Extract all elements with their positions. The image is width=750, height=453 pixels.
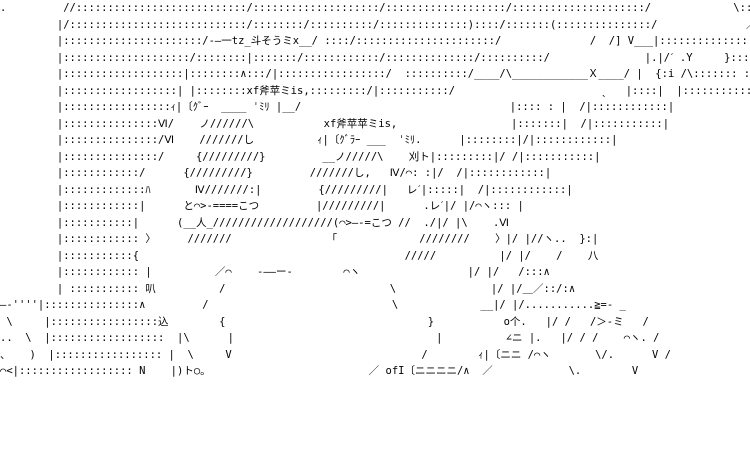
ascii-art-line: |:::::::::::::::::::|::::::::∧:::/|:::::… <box>0 68 750 80</box>
ascii-art-line: . //:::::::::::::::::::::::::::/::::::::… <box>0 2 750 14</box>
ascii-art-line: |::::::::::::::::::::/::::::::|:::::::/:… <box>0 51 750 64</box>
ascii-art-line: |:::::::::::: 〉 /////// 「 //////// 〉|/ |… <box>0 233 599 245</box>
ascii-art-line: 、 ) |::::::::::::::::: | \ V / ｨ|〔ニニ /⌒ヽ… <box>0 348 671 361</box>
ascii-art-line: |:::::::::::::::/ {/////////} __ノ/////\ … <box>0 150 601 163</box>
ascii-art-line: |:::::::::::| (__人_///////////////////(⌒… <box>0 216 509 229</box>
ascii-art-line: |:::::::::::::::::ｨ|〔ｸﾞｰ ____ ˈﾐﾘ |__/ |… <box>0 101 675 113</box>
ascii-art-block: . //:::::::::::::::::::::::::::/::::::::… <box>0 2 750 377</box>
ascii-art-line: |:::::::::::::::/Ⅵ ///////し ｨ|〔ｸﾞﾗｰ ___ … <box>0 134 618 146</box>
ascii-art-line: ⌒<|:::::::::::::::::: N |)ト○。 ／ ofI〔ニニニニ… <box>0 365 639 377</box>
ascii-art-line: .. \ |:::::::::::::::::: |\ | | ∠ニ |. |/… <box>0 332 660 344</box>
ascii-art-line: |::::::::::::::::::::::/-―一tz_斗そうミx__/ :… <box>0 35 750 47</box>
ascii-art-line: |:::::::::::::ﾊ Ⅳ///////:| {/////////| レ… <box>0 183 573 196</box>
ascii-art-line: | ::::::::::: 叭 / \ |/ |/＿／::/:∧ <box>0 282 576 295</box>
ascii-art-line: |::::::::::::::::::| |::::::::xf斧苹ミis,::… <box>0 84 750 97</box>
ascii-art-line: |:::::::::::::::Ⅵ/ ノ//////\ xf斧苹苹ミis, |:… <box>0 117 670 130</box>
ascii-art-line: |::::::::::::/ {/////////} ///////し, Ⅳ/⌒… <box>0 167 552 179</box>
ascii-art-line: \ |:::::::::::::::::込 { } o个. |/ / /＞-ミ … <box>0 315 649 328</box>
ascii-art-line: |/::::::::::::::::::::::::::::/::::::::/… <box>0 18 750 31</box>
ascii-art-line: |:::::::::::{ ///// |/ |/ / 八 <box>0 249 599 262</box>
ascii-art-line: |:::::::::::: | ／⌒ ‐――ー‐ ⌒ヽ |/ |/ /:::∧ <box>0 266 550 278</box>
ascii-art-line: ―‐''''|:::::::::::::::∧ / \ __|/ |/.....… <box>0 299 626 311</box>
ascii-art-line: |::::::::::::| と⌒>-====こつ |/////////| .レ… <box>0 200 524 212</box>
